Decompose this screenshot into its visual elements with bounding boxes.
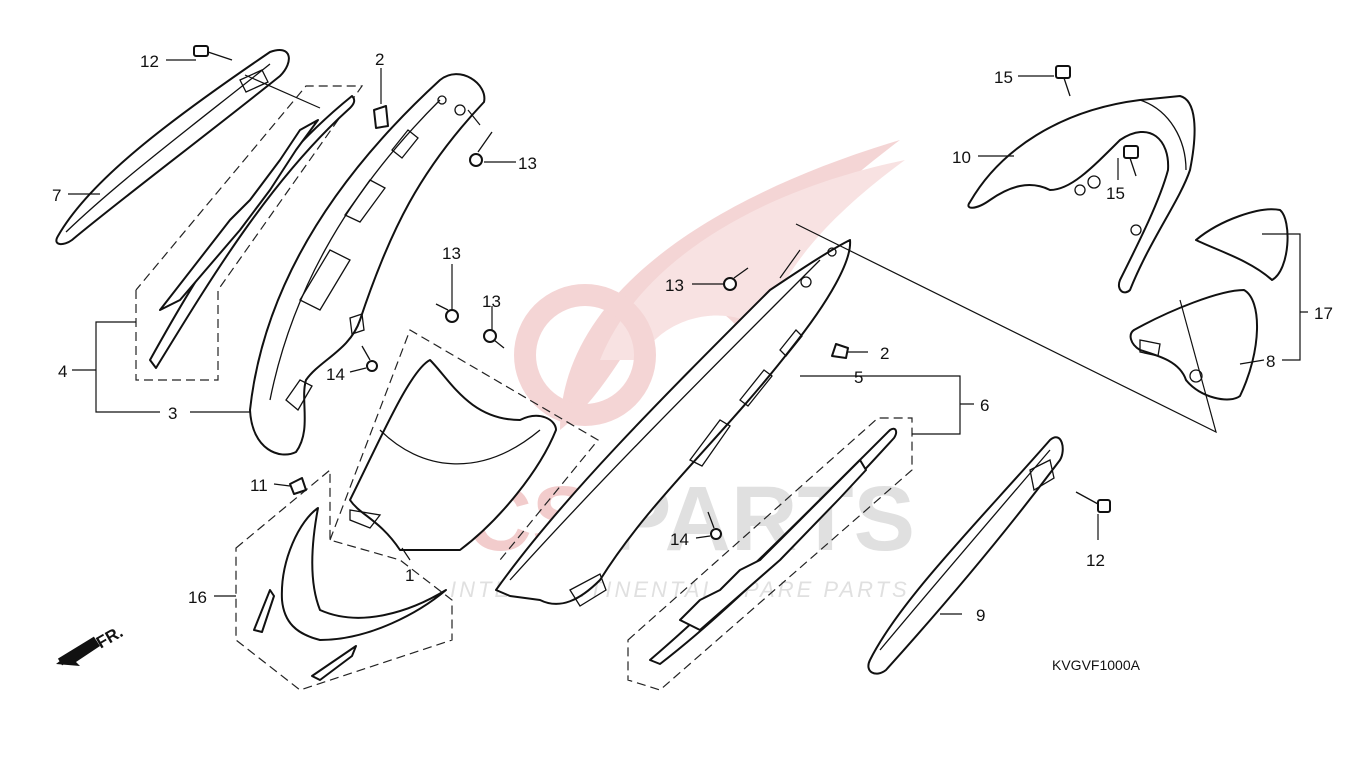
callout-9: 9: [976, 606, 985, 625]
clip-2-right: [831, 343, 849, 359]
callout-6: 6: [980, 396, 989, 415]
diagram-code: KVGVF1000A: [1052, 657, 1141, 673]
part-5-body-cover-right: [495, 239, 852, 607]
part-16-front-decal-set: [235, 468, 453, 691]
callout-11: 11: [250, 476, 268, 495]
part-8-rear-cover-lower: [1129, 289, 1258, 401]
front-direction-arrow: [56, 636, 100, 666]
bolt-12-top: [193, 45, 233, 61]
callout-3: 3: [168, 404, 177, 423]
part-17-rear-cover: [1195, 208, 1289, 281]
screw-14-left: [361, 345, 378, 372]
screw-13-c: [483, 329, 505, 349]
assembly-lines: [244, 74, 1217, 434]
callout-15-top: 15: [994, 68, 1013, 87]
part-10-rear-carrier: [967, 95, 1196, 294]
callout-13-a: 13: [518, 154, 537, 173]
screw-13-b: [435, 303, 459, 323]
callout-2-right: 2: [880, 344, 889, 363]
callout-15-mid: 15: [1106, 184, 1125, 203]
callout-13-c: 13: [482, 292, 501, 311]
part-6-side-decal-set: [627, 417, 913, 691]
part-4-stripe-set: [135, 85, 364, 381]
part-9-rear-grip-right: [867, 436, 1064, 675]
bolt-12-right: [1075, 491, 1111, 513]
screw-13-a: [469, 131, 493, 167]
clip-11: [289, 477, 307, 495]
bolt-15-mid: [1123, 145, 1139, 177]
callout-14-left: 14: [326, 365, 345, 384]
clip-2-left: [373, 105, 389, 129]
callout-12-top: 12: [140, 52, 159, 71]
callout-8: 8: [1266, 352, 1275, 371]
callout-5: 5: [854, 368, 863, 387]
callout-17: 17: [1314, 304, 1333, 323]
leader-lines: [68, 59, 1308, 615]
callout-16: 16: [188, 588, 207, 607]
callout-labels: 12 2 7 4 3 13 13 13 14 11 1 16 13 2 5 6 …: [52, 50, 1333, 625]
part-1-inner-cover: [329, 329, 599, 561]
part-3-body-cover-left: [249, 73, 486, 456]
callout-1: 1: [405, 566, 414, 585]
callout-14-right: 14: [670, 530, 689, 549]
part-7-rear-grip-left: [55, 49, 290, 246]
callout-10: 10: [952, 148, 971, 167]
front-direction-label: FR.: [93, 622, 126, 652]
callout-12-right: 12: [1086, 551, 1105, 570]
screw-14-right: [707, 511, 722, 540]
bolt-15-top: [1055, 65, 1071, 97]
callout-13-b: 13: [442, 244, 461, 263]
callout-13-d: 13: [665, 276, 684, 295]
callout-7: 7: [52, 186, 61, 205]
callout-2-left: 2: [375, 50, 384, 69]
callout-4: 4: [58, 362, 67, 381]
